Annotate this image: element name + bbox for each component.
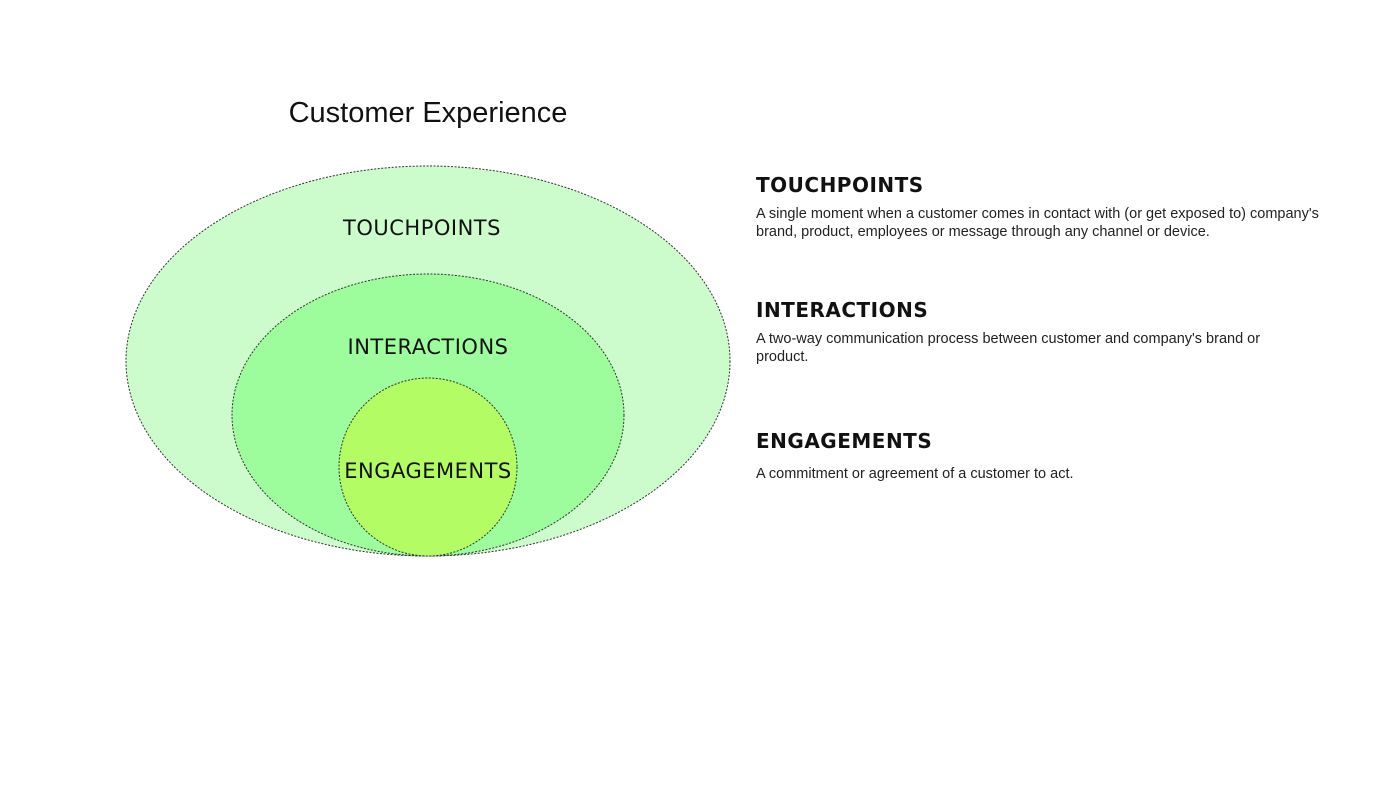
touchpoints-definition: TOUCHPOINTS A single moment when a custo… [756, 173, 1356, 241]
interactions-description: A two-way communication process between … [756, 331, 1261, 365]
interactions-definition: INTERACTIONS A two-way communication pro… [756, 298, 1356, 366]
engagements-heading: ENGAGEMENTS [756, 429, 933, 453]
touchpoints-description: A single moment when a customer comes in… [756, 206, 1319, 240]
touchpoints-heading: TOUCHPOINTS [756, 173, 924, 197]
interactions-ring-label: INTERACTIONS [348, 335, 509, 359]
engagements-ring-label: ENGAGEMENTS [344, 459, 512, 483]
touchpoints-ring-label: TOUCHPOINTS [342, 216, 501, 240]
engagements-circle [338, 377, 518, 557]
engagements-definition: ENGAGEMENTS A commitment or agreement of… [756, 429, 1356, 483]
interactions-heading: INTERACTIONS [756, 298, 929, 322]
engagements-description: A commitment or agreement of a customer … [756, 466, 1074, 482]
diagram-title: Customer Experience [289, 97, 568, 129]
